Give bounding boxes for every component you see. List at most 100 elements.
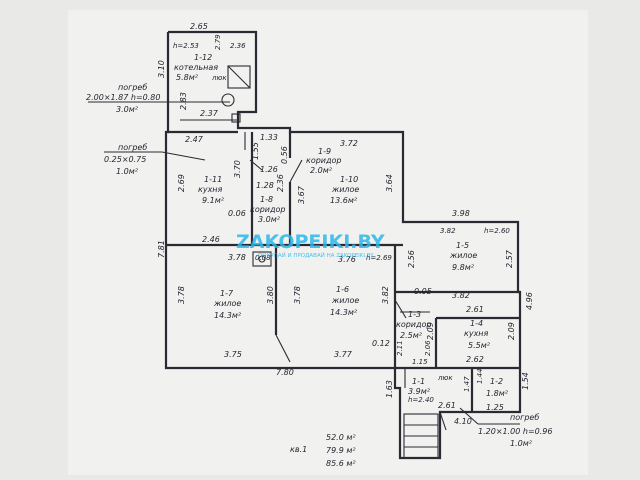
room-1-6-id: 1-6 (336, 285, 349, 294)
door-swings (249, 159, 447, 431)
room-1-3-area: 2.5м² (400, 331, 423, 340)
cellar-1-title: погреб (118, 83, 147, 92)
room-1-11-id: 1-11 (204, 175, 222, 184)
room-1-4-area: 5.5м² (468, 341, 491, 350)
totals-area-1: 52.0 м² (326, 433, 356, 442)
room-1-7-id: 1-7 (220, 289, 234, 298)
interior-walls (166, 119, 520, 412)
room-1-11-name: кухня (198, 185, 223, 194)
dim-261b: 2.61 (438, 401, 456, 410)
room-1-9-name: коридор (306, 156, 342, 165)
stove-icon (252, 251, 272, 267)
dim-378: 3.78 (228, 253, 246, 262)
dim-279: 2.79 (214, 34, 222, 50)
totals-apartment: кв.1 (290, 445, 307, 454)
room-1-2-area: 1.8м² (486, 389, 509, 398)
dim-005: 0.05 (414, 287, 432, 296)
totals-area-2: 79.9 м² (326, 446, 356, 455)
room-1-8-id: 1-8 (260, 195, 273, 204)
watermark-logo: ZAKOPEIKI.BY ПОКУПАЙ И ПРОДАВАЙ НА ZAKOP… (236, 231, 385, 259)
cellar-2-title: погреб (118, 143, 147, 152)
entrance-stairs (403, 413, 439, 459)
dim-367: 3.67 (297, 185, 306, 204)
cellar-3-area: 1.0м² (510, 439, 533, 448)
room-1-1-area: 3.9м² (408, 387, 431, 396)
dim-370: 3.70 (233, 160, 242, 178)
cellar-notes: погреб 2.00×1.87 h=0.80 3.0м² погреб 0.2… (86, 83, 552, 448)
dim-780: 7.80 (276, 368, 294, 377)
room-1-5-id: 1-5 (456, 241, 469, 250)
dim-206: 2.06 (424, 340, 432, 356)
dim-398: 3.98 (452, 209, 470, 218)
dim-126: 1.26 (260, 165, 278, 174)
room-1-12-id: 1-12 (194, 53, 212, 62)
dim-310: 3.10 (157, 60, 166, 78)
dim-246: 2.46 (202, 235, 220, 244)
dim-236: 2.36 (230, 42, 246, 50)
room-1-9-id: 1-9 (318, 147, 331, 156)
dimension-labels: 2.65 h=2.53 2.36 2.79 3.10 2.83 2.37 2.4… (157, 22, 534, 426)
dim-h269: h=2.69 (366, 254, 392, 262)
watermark-tagline: ПОКУПАЙ И ПРОДАВАЙ НА ZAKOPEIKI.BY (258, 252, 374, 259)
dim-008: 0.08 (255, 254, 271, 262)
cellar-2-area: 1.0м² (116, 167, 139, 176)
dim-265: 2.65 (190, 22, 208, 31)
dim-376: 3.76 (338, 255, 356, 264)
cellar-1-area: 3.0м² (116, 105, 139, 114)
room-1-5-name: жилое (449, 251, 477, 260)
room-1-9-area: 2.0м² (310, 166, 333, 175)
dim-006: 0.06 (228, 209, 246, 218)
dim-256: 2.56 (407, 250, 416, 268)
cellar-1-dims: 2.00×1.87 h=0.80 (86, 93, 160, 102)
dim-155: 1.55 (251, 142, 260, 160)
dim-144: 1.44 (476, 368, 484, 384)
cellar-2-dims: 0.25×0.75 (104, 155, 146, 164)
dim-375: 3.75 (224, 350, 242, 359)
dim-269: 2.69 (177, 174, 186, 192)
room-1-3-name: коридор (396, 320, 432, 329)
dim-209b: 2.09 (507, 322, 516, 340)
area-totals: кв.1 52.0 м² 79.9 м² 85.6 м² (290, 433, 356, 468)
dim-378c: 3.78 (293, 286, 302, 304)
dim-115: 1.15 (412, 358, 428, 366)
room-1-7-area: 14.3м² (214, 311, 242, 320)
dim-283: 2.83 (179, 92, 188, 110)
room-1-8-name: коридор (250, 205, 286, 214)
room-1-10-name: жилое (331, 185, 359, 194)
room-1-10-area: 13.6м² (330, 196, 358, 205)
room-1-8-area: 3.0м² (258, 215, 281, 224)
room-1-6-name: жилое (331, 296, 359, 305)
dim-377: 3.77 (334, 350, 353, 359)
cellar-leaders (88, 101, 520, 425)
dim-236b: 2.36 (276, 174, 285, 192)
dim-133: 1.33 (260, 133, 278, 142)
room-1-1-id: 1-1 (412, 377, 425, 386)
dim-h253: h=2.53 (173, 42, 199, 50)
watermark-brand: ZAKOPEIKI.BY (236, 231, 385, 253)
dim-056: 0.56 (280, 146, 289, 164)
room-1-4-name: кухня (464, 329, 489, 338)
hatch-label: люк (211, 74, 227, 82)
room-1-11-area: 9.1м² (202, 196, 225, 205)
dim-209: 2.09 (426, 322, 435, 340)
dim-261: 2.61 (466, 305, 484, 314)
dim-382c: 3.82 (452, 291, 470, 300)
dim-262: 2.62 (466, 355, 484, 364)
dim-h240: h=2.40 (408, 396, 434, 404)
totals-area-3: 85.6 м² (326, 459, 356, 468)
dim-128: 1.28 (256, 181, 274, 190)
dim-147: 1.47 (463, 376, 471, 392)
cellar-3-dims: 1.20×1.00 h=0.96 (478, 427, 552, 436)
room-1-12-name: котельная (174, 63, 218, 72)
dim-378b: 3.78 (177, 286, 186, 304)
boiler-fixtures (221, 65, 251, 123)
dim-h260: h=2.60 (484, 227, 510, 235)
dim-781: 7.81 (157, 240, 166, 258)
room-1-2-id: 1-2 (490, 377, 503, 386)
dim-257: 2.57 (505, 249, 514, 268)
plan-sheet (68, 10, 588, 475)
dim-012: 0.12 (372, 339, 390, 348)
room-1-7-name: жилое (213, 299, 241, 308)
dim-496: 4.96 (525, 292, 534, 310)
